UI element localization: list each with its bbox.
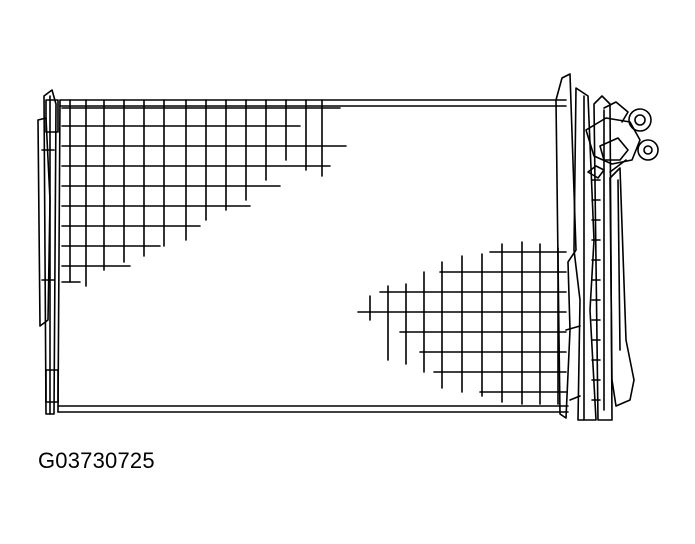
fin-hatch-upper-left xyxy=(61,99,347,287)
pipe-fittings xyxy=(585,101,659,179)
fin-hatch-lower-right xyxy=(357,241,567,405)
figure-id-label: G03730725 xyxy=(38,448,155,473)
right-header-tank xyxy=(555,73,635,421)
left-header-tank xyxy=(37,89,59,415)
